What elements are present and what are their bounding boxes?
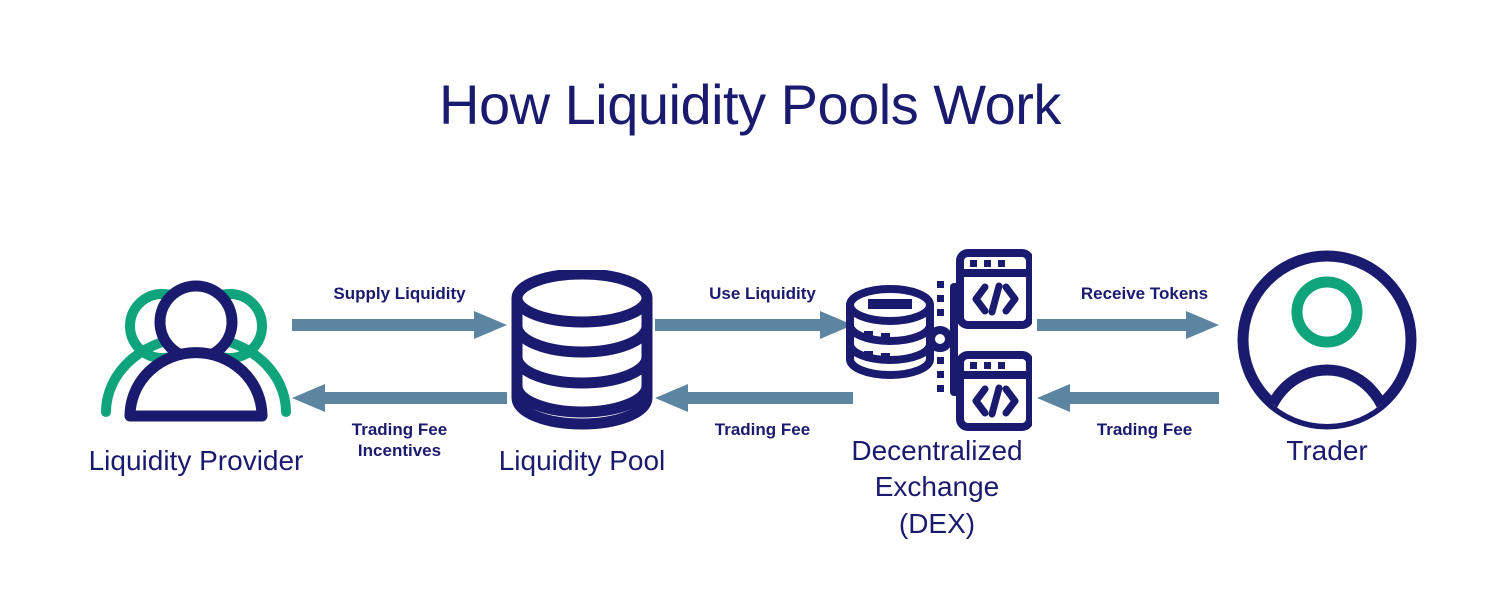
node-label-decentralized-exchange: Decentralized Exchange (DEX) xyxy=(851,435,1023,539)
node-trader: Trader xyxy=(1177,250,1477,469)
node-label-liquidity-provider: Liquidity Provider xyxy=(88,445,304,476)
page-title: How Liquidity Pools Work xyxy=(439,73,1061,136)
node-decentralized-exchange: Decentralized Exchange (DEX) xyxy=(787,249,1087,542)
arrow-left-icon xyxy=(1037,384,1219,413)
user-avatar-icon xyxy=(1237,250,1417,429)
dex-servers-icon xyxy=(846,249,1032,431)
flow-forward-label-use-liquidity: Use Liquidity xyxy=(709,284,816,303)
flow-backward-label-trading-fee: Trading Fee xyxy=(1096,420,1193,440)
arrow-left-icon xyxy=(292,384,507,413)
arrow-right-icon xyxy=(1037,311,1219,340)
node-liquidity-pool: Liquidity Pool xyxy=(432,262,732,479)
flow-forward-label-receive-tokens: Receive Tokens xyxy=(1080,284,1209,303)
flow-backward-label-trading-fee-incentives: Trading Fee Incentives xyxy=(351,420,448,461)
arrow-right-icon xyxy=(292,311,507,340)
flow-backward-label-trading-fee: Trading Fee xyxy=(714,420,811,440)
people-group-icon xyxy=(101,280,291,421)
icon-container xyxy=(787,249,1087,431)
code-window-icon-top xyxy=(956,249,1032,329)
node-label-trader: Trader xyxy=(1286,435,1368,466)
node-label-liquidity-pool: Liquidity Pool xyxy=(498,445,666,476)
icon-container xyxy=(46,262,346,437)
flow-pool-to-dex: Use Liquidity Trading Fee xyxy=(655,283,870,440)
flow-lp-to-pool: Supply Liquidity Trading Fee Incentives xyxy=(292,283,507,461)
arrow-right-icon xyxy=(655,311,853,340)
dex-database-icon xyxy=(846,285,934,379)
icon-container xyxy=(432,262,732,437)
flow-dex-to-trader: Receive Tokens Trading Fee xyxy=(1037,283,1252,440)
database-cylinder-icon xyxy=(511,269,653,429)
node-liquidity-provider: Liquidity Provider xyxy=(46,262,346,479)
arrow-left-icon xyxy=(655,384,853,413)
flow-forward-label-supply-liquidity: Supply Liquidity xyxy=(333,284,466,303)
code-window-icon-bottom xyxy=(956,351,1032,431)
icon-container xyxy=(1177,250,1477,429)
